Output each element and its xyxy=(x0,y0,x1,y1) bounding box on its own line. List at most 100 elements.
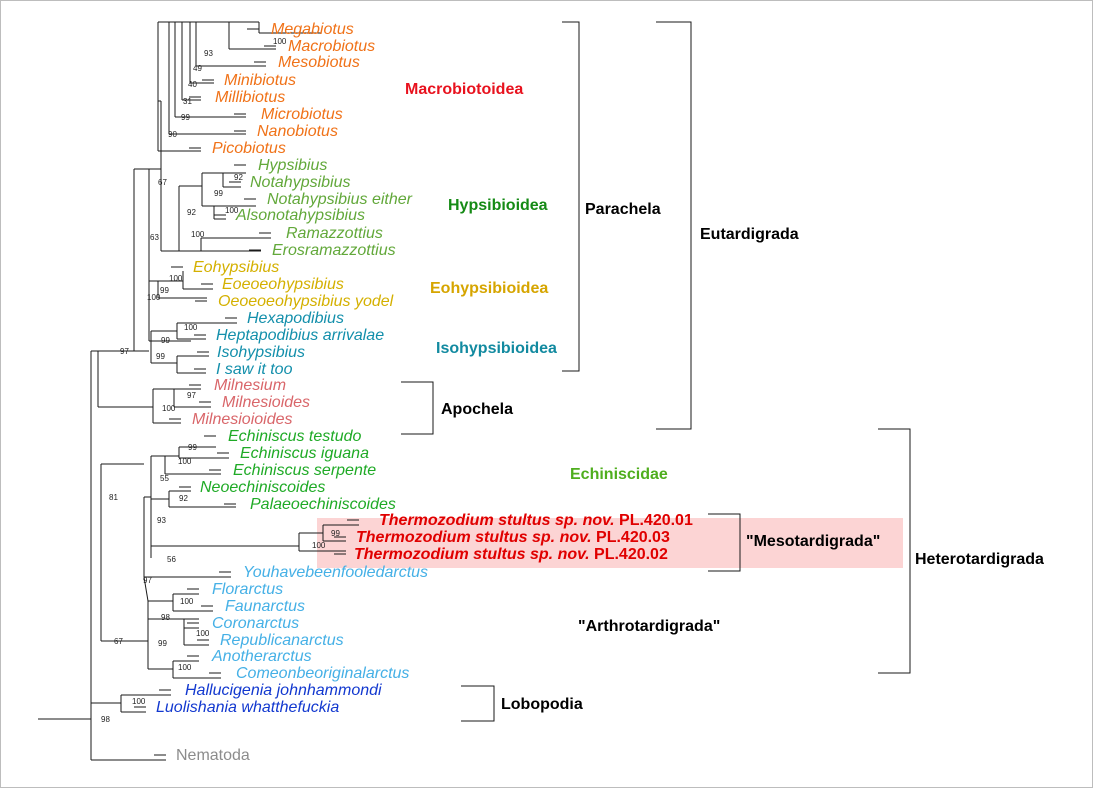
taxon-label: Notahypsibius either xyxy=(267,191,413,208)
support-value: 92 xyxy=(179,494,188,503)
clade-label-mesotardigrada: "Mesotardigrada" xyxy=(746,533,880,550)
support-value: 67 xyxy=(114,637,123,646)
taxon-label: Mesobiotus xyxy=(278,54,360,71)
taxon-label: Eohypsibius xyxy=(193,259,279,276)
support-value: 63 xyxy=(150,233,159,242)
support-value: 100 xyxy=(162,404,176,413)
taxon-label: Notahypsibius xyxy=(250,174,351,191)
clade-label-isohypsibioidea: Isohypsibioidea xyxy=(436,340,557,357)
taxon-label: Echiniscus serpente xyxy=(233,462,376,479)
taxon-label: Thermozodium stultus sp. nov. PL.420.01 xyxy=(379,512,693,529)
tree-branches xyxy=(38,21,359,761)
support-value: 99 xyxy=(214,189,223,198)
support-value: 81 xyxy=(109,493,118,502)
support-value: 100 xyxy=(147,293,161,302)
taxon-label: Millibiotus xyxy=(215,89,285,106)
taxon-label: Echiniscus iguana xyxy=(240,445,369,462)
support-value: 97 xyxy=(143,576,152,585)
clade-label-parachela: Parachela xyxy=(585,201,661,218)
support-value: 100 xyxy=(132,697,146,706)
support-value: 49 xyxy=(193,64,202,73)
taxon-label: Neoechiniscoides xyxy=(200,479,325,496)
taxon-label: Youhavebeenfooledarctus xyxy=(243,564,428,581)
support-value: 100 xyxy=(273,37,287,46)
taxon-label: Nematoda xyxy=(176,747,250,764)
taxon-labels: MegabiotusMacrobiotusMesobiotusMinibiotu… xyxy=(156,21,693,764)
taxon-label: Milnesioides xyxy=(222,394,310,411)
taxon-label: Republicanarctus xyxy=(220,632,344,649)
support-value: 98 xyxy=(101,715,110,724)
taxon-label: Microbiotus xyxy=(261,106,343,123)
mesotardigrada-highlight xyxy=(317,518,903,568)
taxon-label: Oeoeoeohypsibius yodel xyxy=(218,293,394,310)
taxon-label: Thermozodium stultus sp. nov. PL.420.03 xyxy=(356,529,670,546)
support-value: 99 xyxy=(161,336,170,345)
support-value: 100 xyxy=(169,274,183,283)
clade-label-hypsibioidea: Hypsibioidea xyxy=(448,197,548,214)
taxon-label: I saw it too xyxy=(216,361,293,378)
taxon-label: Milnesium xyxy=(214,377,286,394)
clade-label-arthrotardigrada: "Arthrotardigrada" xyxy=(578,618,720,635)
support-value: 99 xyxy=(181,113,190,122)
taxon-label: Alsonotahypsibius xyxy=(235,207,365,224)
support-value: 100 xyxy=(191,230,205,239)
support-value: 93 xyxy=(204,49,213,58)
clade-label-heterotardigrada: Heterotardigrada xyxy=(915,551,1044,568)
bracket-lobopodia xyxy=(461,685,495,722)
taxon-label: Erosramazzottius xyxy=(272,242,396,259)
support-value: 100 xyxy=(178,457,192,466)
bracket-parachela xyxy=(562,21,580,372)
bracket-apochela xyxy=(401,381,434,435)
tree-branch xyxy=(143,576,149,602)
support-value: 97 xyxy=(120,347,129,356)
clade-label-macrobiotoidea: Macrobiotoidea xyxy=(405,81,523,98)
clade-label-lobopodia: Lobopodia xyxy=(501,696,583,713)
support-value: 92 xyxy=(187,208,196,217)
bracket-eutardigrada xyxy=(656,21,692,430)
support-value: 100 xyxy=(178,663,192,672)
taxon-label: Hypsibius xyxy=(258,157,327,174)
support-value: 100 xyxy=(312,541,326,550)
support-value: 99 xyxy=(160,286,169,295)
taxon-label: Ramazzottius xyxy=(286,225,383,242)
taxon-label: Anotherarctus xyxy=(211,648,312,665)
support-value: 100 xyxy=(180,597,194,606)
taxon-label: Heptapodibius arrivalae xyxy=(216,327,384,344)
taxon-label: Picobiotus xyxy=(212,140,286,157)
support-value: 40 xyxy=(188,80,197,89)
support-value: 97 xyxy=(187,391,196,400)
taxon-label: Isohypsibius xyxy=(217,344,305,361)
taxon-label: Minibiotus xyxy=(224,72,296,89)
taxon-label: Faunarctus xyxy=(225,598,305,615)
taxon-label: Milnesioioides xyxy=(192,411,293,428)
taxon-label: Thermozodium stultus sp. nov. PL.420.02 xyxy=(354,546,668,563)
taxon-label: Macrobiotus xyxy=(288,38,375,55)
support-value: 100 xyxy=(196,629,210,638)
support-value: 92 xyxy=(234,173,243,182)
support-value: 99 xyxy=(331,529,340,538)
taxon-label: Hallucigenia johnhammondi xyxy=(185,682,382,699)
support-value: 98 xyxy=(161,613,170,622)
taxon-label: Luolishania whatthefuckia xyxy=(156,699,339,716)
support-value: 90 xyxy=(168,130,177,139)
taxon-label: Eoeoeohypsibius xyxy=(222,276,344,293)
clade-label-eutardigrada: Eutardigrada xyxy=(700,226,799,243)
bracket-mesotardigrada xyxy=(708,513,741,572)
support-value: 100 xyxy=(184,323,198,332)
taxon-label: Echiniscus testudo xyxy=(228,428,362,445)
support-value: 99 xyxy=(158,639,167,648)
taxon-label: Megabiotus xyxy=(271,21,354,38)
clade-label-apochela: Apochela xyxy=(441,401,513,418)
taxon-label: Comeonbeoriginalarctus xyxy=(236,665,409,682)
clade-brackets xyxy=(401,21,911,722)
taxon-label: Palaeoechiniscoides xyxy=(250,496,396,513)
support-value: 55 xyxy=(160,474,169,483)
taxon-label: Hexapodibius xyxy=(247,310,344,327)
clade-label-echiniscidae: Echiniscidae xyxy=(570,466,668,483)
support-value: 93 xyxy=(157,516,166,525)
taxon-label: Florarctus xyxy=(212,581,283,598)
support-value: 31 xyxy=(183,97,192,106)
support-value: 56 xyxy=(167,555,176,564)
